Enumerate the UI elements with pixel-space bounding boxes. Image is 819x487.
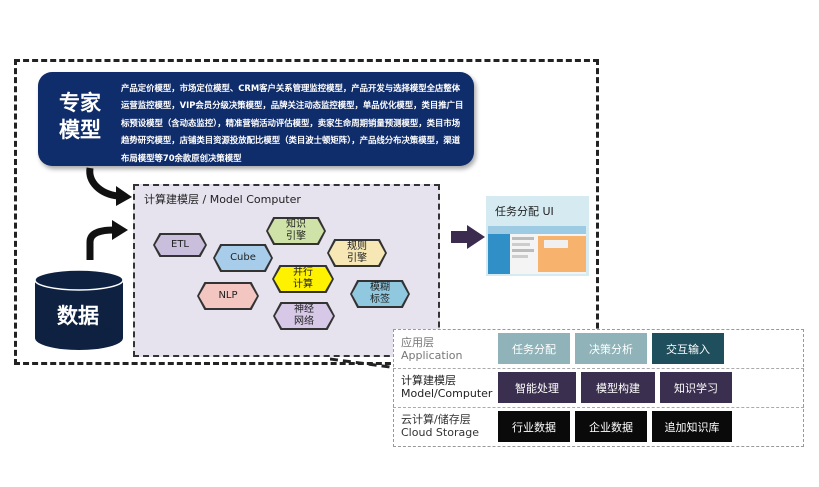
storage-layer-label: 云计算/储存层 Cloud Storage bbox=[401, 413, 479, 439]
expert-data-region bbox=[14, 59, 599, 365]
data-arrowhead bbox=[112, 220, 128, 240]
cell-additional-knowledge-base: 追加知识库 bbox=[652, 411, 732, 442]
task-assignment-title: 任务分配 UI bbox=[495, 205, 554, 218]
layer-divider bbox=[393, 368, 804, 369]
cell-knowledge-learning: 知识学习 bbox=[660, 372, 732, 403]
application-layer-label: 应用层 Application bbox=[401, 336, 463, 362]
data-cylinder-icon bbox=[34, 269, 124, 350]
hex-nlp: NLP bbox=[197, 282, 259, 310]
callout-connector bbox=[330, 357, 503, 401]
layer-divider bbox=[393, 407, 804, 408]
cell-model-building: 模型构建 bbox=[581, 372, 655, 403]
hex-knowledge-engine: 知识 引擎 bbox=[266, 217, 326, 245]
data-label: 数据 bbox=[57, 304, 99, 328]
cell-industry-data: 行业数据 bbox=[498, 411, 570, 442]
expert-to-model-arrow bbox=[86, 167, 119, 200]
hex-rule-engine: 规则 引擎 bbox=[327, 239, 387, 267]
cell-task-assignment: 任务分配 bbox=[498, 333, 570, 364]
hex-etl: ETL bbox=[153, 233, 207, 257]
task-ui-screenshot-thumbnail bbox=[488, 226, 586, 274]
expert-arrowhead bbox=[116, 186, 132, 206]
expert-model-list: 产品定价模型，市场定位模型、CRM客户关系管理监控模型，产品开发与选择模型全店整… bbox=[121, 83, 464, 163]
model-layer-label: 计算建模层 Model/Computer bbox=[401, 374, 493, 400]
hex-neural-network: 神经 网络 bbox=[273, 302, 335, 330]
cell-intelligent-processing: 智能处理 bbox=[498, 372, 576, 403]
hex-cube: Cube bbox=[213, 244, 273, 272]
hex-fuzzy-tag: 模糊 标签 bbox=[350, 280, 410, 308]
arrows-into-model bbox=[86, 167, 132, 260]
cell-decision-analysis: 决策分析 bbox=[575, 333, 647, 364]
hex-parallel-compute: 并行 计算 bbox=[272, 265, 334, 293]
cell-interactive-input: 交互输入 bbox=[652, 333, 724, 364]
arrow-to-task-ui bbox=[451, 225, 485, 249]
expert-model-panel bbox=[38, 72, 474, 166]
data-to-model-arrow bbox=[86, 226, 115, 260]
expert-model-title: 专家模型 bbox=[59, 91, 101, 142]
cell-enterprise-data: 企业数据 bbox=[575, 411, 647, 442]
model-computer-title: 计算建模层 / Model Computer bbox=[144, 193, 301, 206]
